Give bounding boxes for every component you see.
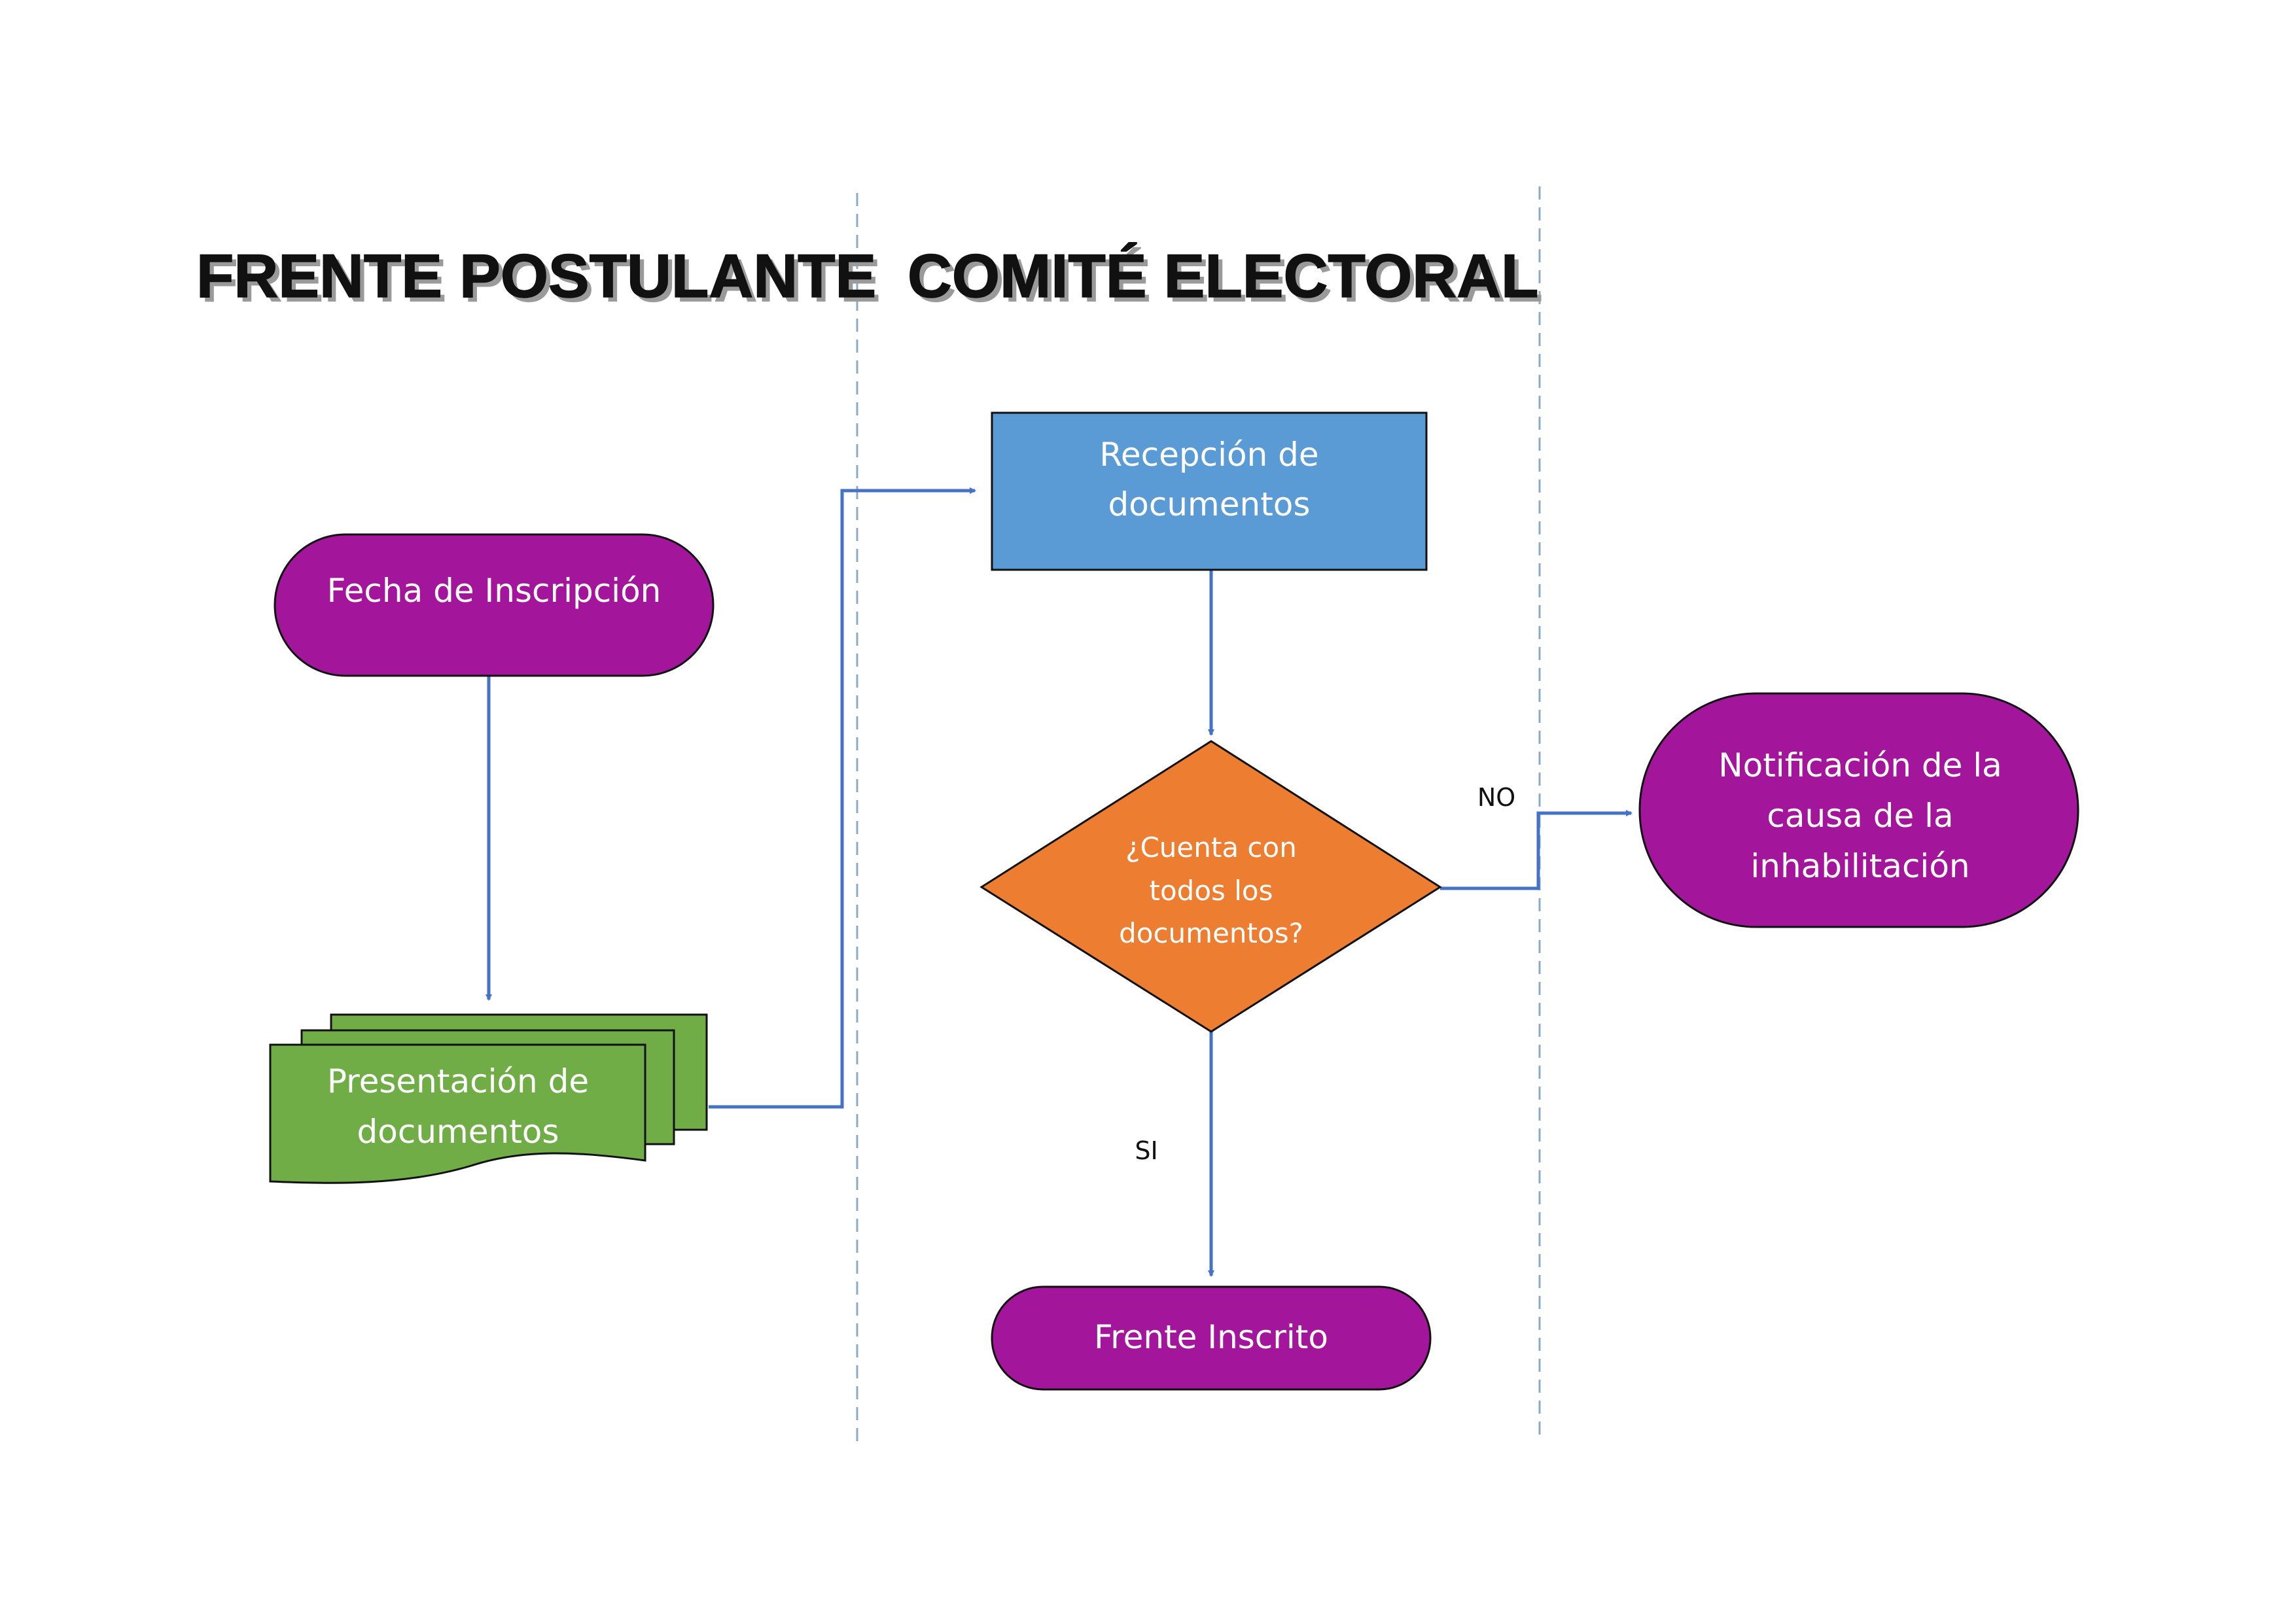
node-decision-label-line3: documentos? <box>1119 917 1303 949</box>
process-shape <box>991 411 1428 571</box>
node-notificacion-inhabilitacion[interactable]: Notificación de la causa de la inhabilit… <box>1638 692 2079 928</box>
node-recepcion-documentos[interactable]: Recepción de documentos <box>991 411 1428 571</box>
decision-shape <box>980 740 1442 1033</box>
lane-title-shadow-comite-electoral: COMITÉ ELECTORAL <box>912 246 1543 315</box>
terminal-shape <box>274 533 715 677</box>
node-notificacion-label-line2: causa de la <box>1767 797 1953 835</box>
lane-title-comite-electoral: COMITÉ ELECTORAL <box>908 241 1538 310</box>
node-frente-inscrito-label: Frente Inscrito <box>1094 1318 1328 1356</box>
node-decision-label-line2: todos los <box>1150 875 1273 907</box>
connector-presentacion-to-recepcion <box>709 487 976 1109</box>
node-decision-documentos[interactable]: ¿Cuenta con todos los documentos? <box>980 740 1442 1033</box>
node-fecha-inscripcion-label: Fecha de Inscripción <box>327 572 662 610</box>
edge-label-si: SI <box>1135 1136 1157 1165</box>
node-presentacion-label-line1: Presentación de <box>327 1062 589 1100</box>
edge-label-no: NO <box>1477 783 1515 812</box>
node-presentacion-documentos[interactable]: Presentación de documentos <box>269 1013 708 1184</box>
lane-title-shadow-frente-postulante: FRENTE POSTULANTE <box>201 246 881 315</box>
lane-title-frente-postulante: FRENTE POSTULANTE <box>196 241 876 310</box>
terminal-shape <box>1638 692 2079 928</box>
node-recepcion-label-line1: Recepción de <box>1099 436 1318 474</box>
node-notificacion-label-line3: inhabilitación <box>1750 847 1969 885</box>
node-presentacion-label-line2: documentos <box>357 1113 559 1151</box>
connector-decision-no-to-notificacion <box>1440 810 1633 890</box>
node-notificacion-label-line1: Notificación de la <box>1718 746 2002 784</box>
node-decision-label-line1: ¿Cuenta con <box>1125 831 1297 864</box>
node-recepcion-label-line2: documentos <box>1108 485 1311 523</box>
node-frente-inscrito[interactable]: Frente Inscrito <box>991 1285 1432 1391</box>
terminal-shape <box>991 1285 1432 1391</box>
document-shape-front <box>269 1043 646 1184</box>
node-fecha-inscripcion[interactable]: Fecha de Inscripción <box>274 533 715 677</box>
